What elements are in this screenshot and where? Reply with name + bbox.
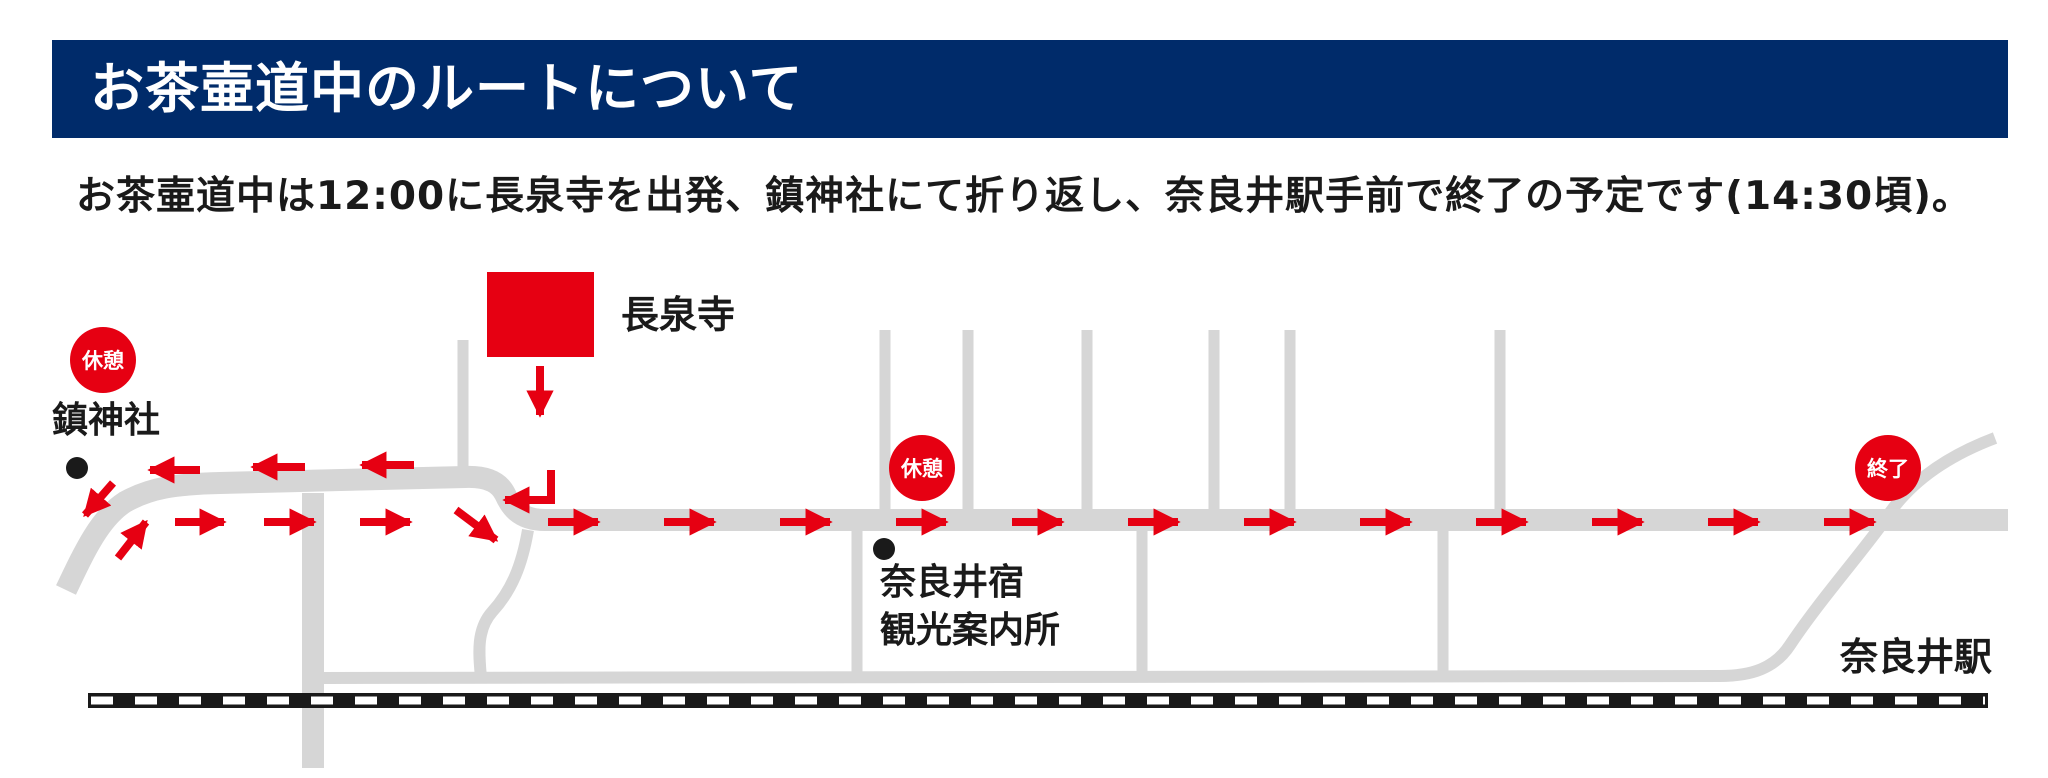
shrine-label: 鎮神社 xyxy=(52,400,161,441)
route-description: お茶壷道中は12:00に長泉寺を出発、鎮神社にて折り返し、奈良井駅手前で終了の予… xyxy=(76,174,1972,219)
page-title: お茶壷道中のルートについて xyxy=(90,57,804,120)
station-branch-road xyxy=(1719,516,1890,682)
curved-connector-road xyxy=(473,528,534,679)
ne-branch-road xyxy=(1879,432,1998,524)
shrine-up-arrow xyxy=(114,519,150,561)
end-badge-text: 終了 xyxy=(1867,457,1909,481)
rest-badge-center: 休憩 xyxy=(889,435,955,501)
main-road xyxy=(56,465,2008,595)
start-temple-label: 長泉寺 xyxy=(621,293,736,337)
rest-badge-shrine-text: 休憩 xyxy=(81,349,124,373)
shrine-location-dot xyxy=(66,457,88,479)
end-badge: 終了 xyxy=(1855,435,1921,501)
title-banner: お茶壷道中のルートについて xyxy=(52,40,2008,138)
info-center-location-dot xyxy=(873,538,895,560)
south-parallel-road xyxy=(323,670,1721,684)
info-center-label-line1: 奈良井宿 xyxy=(880,562,1025,603)
route-arrows xyxy=(81,366,1877,561)
start-temple-marker xyxy=(487,272,594,357)
railway-track xyxy=(88,693,1988,708)
turn-arrow xyxy=(502,470,555,514)
rest-badge-center-text: 休憩 xyxy=(900,457,943,481)
outbound-arrow-4 xyxy=(453,506,499,544)
info-center-label-line2: 観光案内所 xyxy=(880,610,1061,651)
station-label: 奈良井駅 xyxy=(1840,635,1993,679)
shrine-down-arrow xyxy=(81,480,117,518)
rest-badge-shrine: 休憩 xyxy=(70,327,136,393)
